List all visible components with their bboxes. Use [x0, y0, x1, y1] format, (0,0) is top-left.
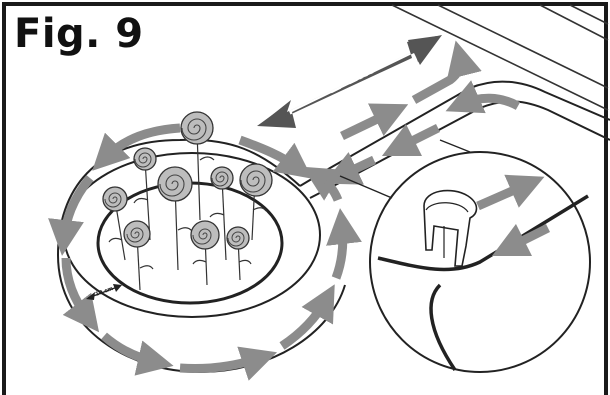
path-arrow: [61, 257, 100, 333]
path-arrow: [323, 152, 376, 185]
rose-flower-icon: [102, 186, 128, 212]
rose-flower-icon: [210, 166, 234, 190]
rose-flower-icon: [226, 226, 250, 250]
house-wall: [391, 4, 609, 111]
path-arrow: [445, 80, 521, 114]
rose-flower-icon: [180, 111, 214, 145]
path-arrow: [238, 135, 313, 179]
mower-path-arrows: [48, 40, 521, 381]
path-arrow: [411, 40, 482, 104]
path-arrow: [381, 123, 441, 157]
path-arrow: [179, 346, 278, 381]
distance-double-arrow: [257, 35, 442, 128]
direction-arrow-icon: [476, 174, 545, 211]
gap-label: 10 cm: [95, 286, 115, 298]
charging-station-icon: [423, 189, 478, 267]
distance-label: ≥ 1m: [323, 59, 376, 99]
path-arrow: [326, 208, 362, 280]
detail-magnifier: [339, 139, 591, 373]
path-arrow: [302, 166, 343, 202]
detail-wire-lower: [429, 283, 457, 371]
rose-flower-icon: [157, 166, 193, 202]
path-arrow: [279, 284, 335, 350]
rose-flower-icon: [190, 220, 220, 250]
figure-title: Fig. 9: [14, 11, 144, 57]
rose-flower-icon: [239, 163, 273, 197]
path-arrow: [101, 332, 174, 376]
path-arrow: [92, 123, 181, 171]
rose-flower-icon: [133, 147, 157, 171]
direction-arrow-icon: [491, 223, 551, 257]
detail-wire-upper: [377, 194, 589, 272]
rose-flower-icon: [123, 220, 151, 248]
path-arrow: [48, 175, 94, 256]
path-arrow: [340, 103, 409, 141]
